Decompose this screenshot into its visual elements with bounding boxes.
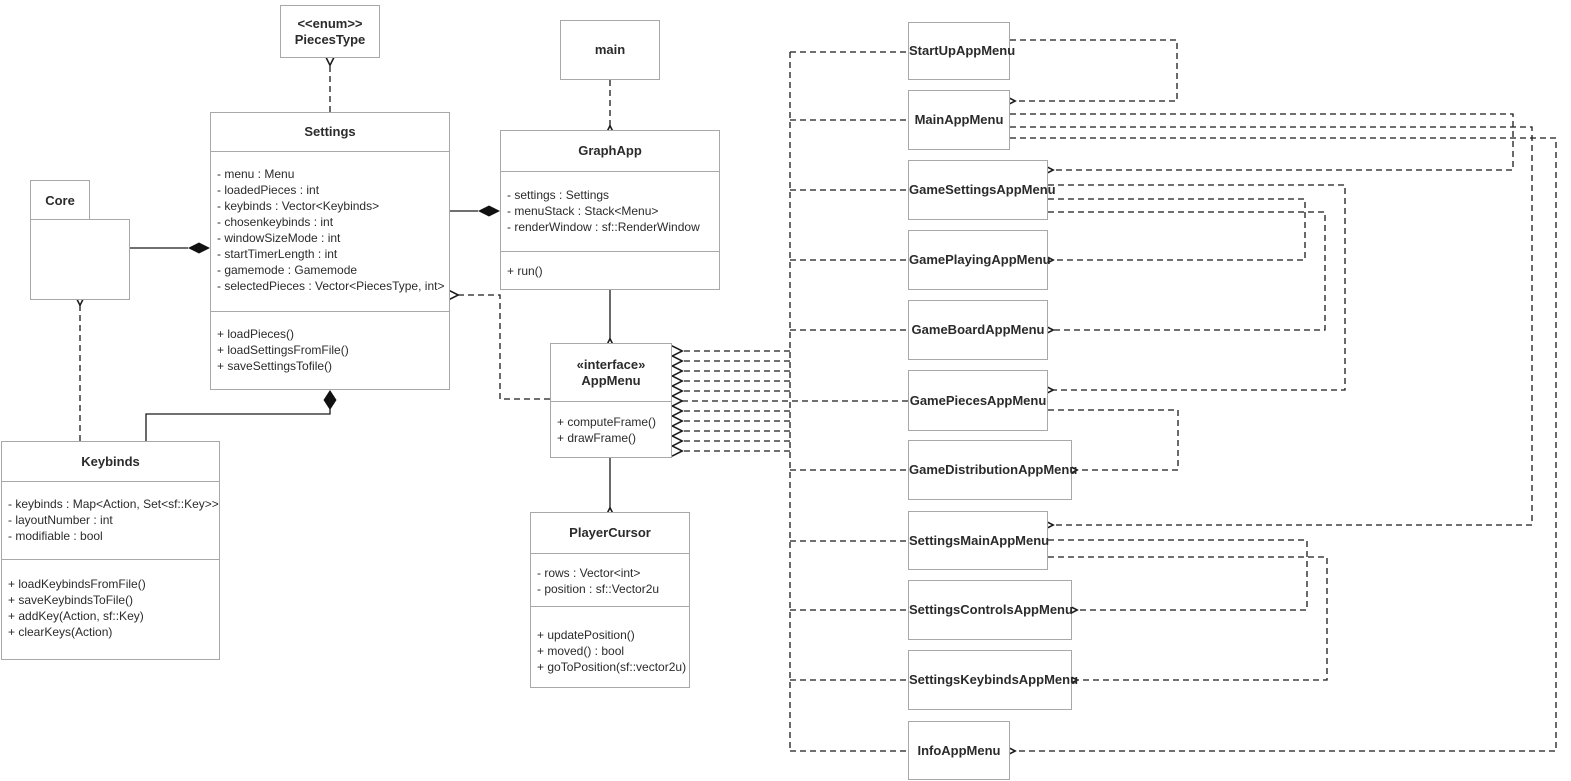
dep-main-to-gamesettings	[1010, 113, 1514, 170]
member-row: + saveKeybindsToFile()	[8, 593, 134, 607]
member-row: - modifiable : bool	[8, 529, 103, 543]
realization-arrows-into-appmenu	[681, 351, 908, 451]
member-row: + loadPieces()	[217, 327, 295, 341]
menu-class-gamesettingsappmenu[interactable]: GameSettingsAppMenu	[908, 160, 1056, 220]
dep-gamepieces-to-gamedistribution	[1048, 409, 1179, 470]
member-row: - menuStack : Stack<Menu>	[507, 204, 659, 218]
appmenu-name: AppMenu	[581, 372, 641, 388]
menu-title: GameSettingsAppMenu	[909, 182, 1056, 197]
member-row: + updatePosition()	[537, 628, 635, 642]
class-settings[interactable]: Settings - menu : Menu - loadedPieces : i…	[210, 112, 450, 390]
dep-gamesettings-to-gameplaying	[1048, 198, 1306, 260]
keybinds-title: Keybinds	[81, 453, 140, 469]
package-core-body[interactable]	[30, 219, 130, 300]
composition-diamond-settings	[188, 242, 210, 254]
class-playercursor[interactable]: PlayerCursor - rows : Vector<int>- posit…	[530, 512, 690, 688]
dep-startup-to-mainmenu	[1010, 39, 1178, 101]
graphapp-title: GraphApp	[578, 143, 642, 158]
menu-class-mainappmenu[interactable]: MainAppMenu	[908, 90, 1010, 150]
menu-class-startupappmenu[interactable]: StartUpAppMenu	[908, 22, 1016, 80]
member-row: + goToPosition(sf::vector2u)	[537, 660, 687, 674]
piecestype-name: PiecesType	[294, 31, 366, 47]
menu-class-gameboardappmenu[interactable]: GameBoardAppMenu	[908, 300, 1048, 360]
member-row: - menu : Menu	[217, 167, 295, 181]
member-row: - keybinds : Map<Action, Set<sf::Key>>	[8, 497, 219, 511]
member-row: + drawFrame()	[557, 431, 637, 445]
playercursor-attributes: - rows : Vector<int>- position : sf::Vec…	[531, 553, 689, 606]
menu-title: GamePiecesAppMenu	[909, 392, 1047, 408]
menu-title: GamePlayingAppMenu	[909, 252, 1051, 267]
member-row: + run()	[507, 264, 543, 278]
dep-appmenu-to-settings	[457, 295, 550, 400]
package-core-label: Core	[45, 192, 75, 208]
graphapp-attributes: - settings : Settings - menuStack : Stack…	[501, 171, 719, 251]
main-title: main	[594, 42, 626, 57]
member-row: + loadSettingsFromFile()	[217, 343, 349, 357]
settings-title: Settings	[304, 124, 356, 139]
member-row: - gamemode : Gamemode	[217, 263, 358, 277]
package-core-tab[interactable]: Core	[30, 180, 90, 220]
keybinds-methods: + loadKeybindsFromFile() + saveKeybindsTo…	[2, 559, 219, 659]
member-row: - startTimerLength : int	[217, 247, 338, 261]
piecestype-stereotype: <<enum>>	[297, 15, 363, 31]
menu-title: SettingsMainAppMenu	[909, 532, 1050, 548]
class-main[interactable]: main	[560, 20, 660, 80]
menu-title: InfoAppMenu	[917, 742, 1001, 758]
class-piecestype[interactable]: <<enum>> PiecesType	[280, 5, 380, 58]
menu-class-settingskeybindsappmenu[interactable]: SettingsKeybindsAppMenu	[908, 650, 1079, 710]
menu-title: GameBoardAppMenu	[911, 322, 1045, 337]
dep-settingsmain-to-keybinds	[1048, 556, 1328, 680]
member-row: - loadedPieces : int	[217, 183, 320, 197]
member-row: + moved() : bool	[537, 644, 625, 658]
menu-class-gamedistributionappmenu[interactable]: GameDistributionAppMenu	[908, 440, 1078, 500]
member-row: - chosenkeybinds : int	[217, 215, 334, 229]
member-row: - selectedPieces : Vector<PiecesType, in…	[217, 279, 445, 293]
menu-title: GameDistributionAppMenu	[909, 462, 1078, 477]
settings-methods: + loadPieces() + loadSettingsFromFile() + …	[211, 311, 449, 389]
menu-class-infoappmenu[interactable]: InfoAppMenu	[908, 721, 1010, 780]
member-row: - layoutNumber : int	[8, 513, 113, 527]
menu-title: SettingsControlsAppMenu	[909, 602, 1073, 617]
menu-title: SettingsKeybindsAppMenu	[909, 672, 1079, 687]
member-row: - renderWindow : sf::RenderWindow	[507, 220, 700, 234]
menu-class-gameplayingappmenu[interactable]: GamePlayingAppMenu	[908, 230, 1051, 290]
playercursor-title: PlayerCursor	[569, 525, 651, 540]
member-row: + loadKeybindsFromFile()	[8, 577, 146, 591]
settings-attributes: - menu : Menu - loadedPieces : int - keybi…	[211, 151, 449, 311]
composition-diamond-settings-bottom	[323, 390, 337, 410]
keybinds-attributes: - keybinds : Map<Action, Set<sf::Key>>- …	[2, 481, 219, 559]
appmenu-methods: + computeFrame() + drawFrame()	[551, 401, 671, 457]
menu-title: StartUpAppMenu	[909, 43, 1016, 58]
class-keybinds[interactable]: Keybinds - keybinds : Map<Action, Set<sf…	[1, 441, 220, 660]
dep-settingsmain-to-controls	[1048, 539, 1308, 610]
member-row: + computeFrame()	[557, 415, 657, 429]
member-row: + addKey(Action, sf::Key)	[8, 609, 144, 623]
member-row: - position : sf::Vector2u	[537, 582, 660, 596]
dep-main-to-settingsmain	[1010, 126, 1533, 525]
class-graphapp[interactable]: GraphApp - settings : Settings - menuStac…	[500, 130, 720, 290]
member-row: + clearKeys(Action)	[8, 625, 113, 639]
graphapp-methods: + run()	[501, 251, 719, 289]
menu-title: MainAppMenu	[914, 112, 1004, 127]
playercursor-methods: + updatePosition() + moved() : bool + goTo…	[531, 606, 689, 687]
composition-diamond-graphapp	[478, 205, 500, 217]
interface-appmenu[interactable]: «interface» AppMenu + computeFrame() + dr…	[550, 343, 672, 458]
menu-class-settingscontrolsappmenu[interactable]: SettingsControlsAppMenu	[908, 580, 1073, 640]
comp-keybinds-settings-line	[145, 409, 331, 441]
menu-navigation-arrows	[1010, 39, 1557, 751]
member-row: - settings : Settings	[507, 188, 610, 202]
appmenu-stereotype: «interface»	[576, 356, 646, 372]
menu-class-settingsmainappmenu[interactable]: SettingsMainAppMenu	[908, 511, 1050, 570]
dep-gamesettings-to-gameboard	[1048, 211, 1326, 330]
member-row: - windowSizeMode : int	[217, 231, 341, 245]
menu-class-gamepiecesappmenu[interactable]: GamePiecesAppMenu	[908, 370, 1048, 431]
member-row: - rows : Vector<int>	[537, 566, 641, 580]
member-row: - keybinds : Vector<Keybinds>	[217, 199, 380, 213]
dep-main-to-info	[1010, 137, 1557, 751]
dep-gamesettings-to-gamepieces	[1048, 184, 1346, 390]
member-row: + saveSettingsTofile()	[217, 359, 333, 373]
